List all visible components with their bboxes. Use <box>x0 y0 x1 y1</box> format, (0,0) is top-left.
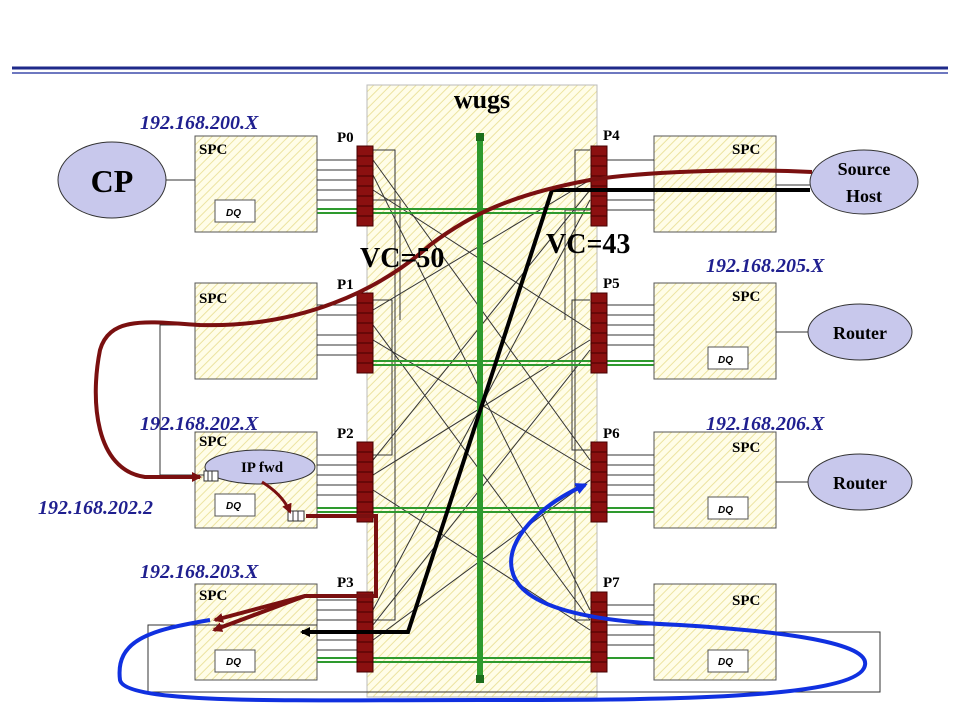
spc-label: SPC <box>199 434 227 450</box>
ip-label-p6: 192.168.206.X <box>706 413 825 435</box>
spc-label: SPC <box>732 142 760 158</box>
ip-label-p2-host: 192.168.202.2 <box>38 497 153 519</box>
dq-label: DQ <box>718 355 733 366</box>
vc50-label: VC=50 <box>360 243 444 274</box>
forward-path-branch <box>212 594 306 632</box>
forward-path <box>213 514 378 623</box>
vc50-path <box>93 168 813 482</box>
source-host-line1: Source <box>838 159 891 179</box>
spc-label: SPC <box>732 289 760 305</box>
spc-box-p0: SPC DQ <box>194 135 318 233</box>
spc-label: SPC <box>732 593 760 609</box>
ip-label-p2: 192.168.202.X <box>140 413 259 435</box>
dq-box <box>707 496 749 520</box>
router-label-p6: Router <box>833 473 887 493</box>
port-label-p1: P1 <box>337 277 354 293</box>
spc-box-p4: SPC <box>653 135 777 233</box>
port-label-p2: P2 <box>337 426 354 442</box>
port-label-p5: P5 <box>603 276 620 292</box>
cp-label: CP <box>91 163 134 199</box>
port-label-p3: P3 <box>337 575 354 591</box>
dq-box <box>707 649 749 673</box>
vc43-path <box>300 188 810 637</box>
source-host-line2: Host <box>846 186 882 206</box>
spc-label: SPC <box>732 440 760 456</box>
spc-box-p1: SPC <box>194 282 318 380</box>
dq-label: DQ <box>718 657 733 668</box>
spc-box-p7: SPC DQ <box>653 583 777 681</box>
spc-label: SPC <box>199 291 227 307</box>
blue-loop-path <box>117 483 868 703</box>
ip-label-p3: 192.168.203.X <box>140 561 259 583</box>
ip-label-p0: 192.168.200.X <box>140 112 259 134</box>
dq-label: DQ <box>718 505 733 516</box>
ip-fwd-node <box>204 449 316 485</box>
vc43-label: VC=43 <box>546 229 630 260</box>
port-lines-right <box>607 159 654 646</box>
port-label-p7: P7 <box>603 575 620 591</box>
dq-label: DQ <box>226 657 241 668</box>
dq-box <box>707 346 749 370</box>
spc-label: SPC <box>199 588 227 604</box>
ip-label-p5: 192.168.205.X <box>706 255 825 277</box>
dq-box <box>214 649 256 673</box>
port-label-p0: P0 <box>337 130 354 146</box>
port-block-rungs <box>357 155 607 663</box>
queue-icon <box>203 470 219 482</box>
router-node-p6 <box>807 453 913 511</box>
cp-node <box>57 141 167 219</box>
router-label-p5: Router <box>833 323 887 343</box>
source-host-node <box>809 149 919 215</box>
spc-box-p5: SPC DQ <box>653 282 777 380</box>
ip-fwd-path <box>261 480 292 514</box>
router-node-p5 <box>807 303 913 361</box>
dq-label: DQ <box>226 208 241 219</box>
queue-icon <box>287 510 305 522</box>
port-label-p4: P4 <box>603 128 620 144</box>
port-lines-left <box>317 159 357 651</box>
dq-box <box>214 493 256 517</box>
ip-fwd-label: IP fwd <box>241 460 284 476</box>
dq-box <box>214 199 256 223</box>
wugs-title: wugs <box>454 85 510 114</box>
spc-label: SPC <box>199 142 227 158</box>
spc-box-p6: SPC DQ <box>653 431 777 529</box>
header-rule <box>12 66 948 74</box>
port-label-p6: P6 <box>603 426 620 442</box>
dq-label: DQ <box>226 501 241 512</box>
